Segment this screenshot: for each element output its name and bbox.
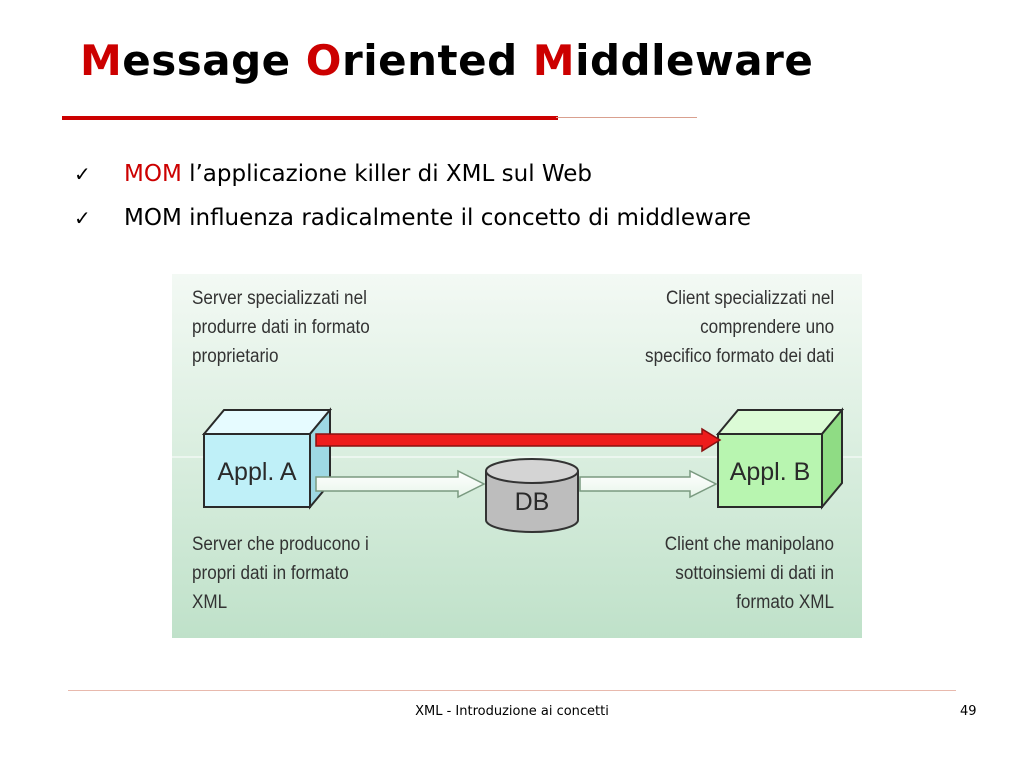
appl-b-front [717,433,823,508]
title-initial-o: O [305,36,343,85]
caption-line: produrre dati in formato [192,317,370,338]
caption-line: Server che producono i [192,534,369,555]
slide-title: Message Oriented Middleware [80,36,813,85]
caption-line: sottoinsiemi di dati in [675,563,834,584]
title-word-iddleware: iddleware [575,36,814,85]
diagram-bottom-right-caption: Client che manipolano sottoinsiemi di da… [665,530,834,617]
appl-b-box: Appl. B [715,407,845,510]
checkmark-icon: ✓ [74,162,91,186]
title-word-essage: essage [122,36,306,85]
direct-arrow [315,427,722,453]
diagram-graphics: Appl. A Appl. B DB [172,407,862,533]
caption-line: formato XML [736,592,834,613]
appl-a-label: Appl. A [217,458,297,486]
title-underline-red [62,116,558,120]
appl-a-box: Appl. A [201,407,333,510]
caption-line: Client che manipolano [664,534,834,555]
diagram-top-right-caption: Client specializzati nel comprendere uno… [645,284,834,371]
bullet-body: MOM influenza radicalmente il concetto d… [124,205,752,231]
arrow-a-to-db [315,469,486,499]
bullet-text: MOM l’applicazione killer di XML sul Web [124,156,592,192]
caption-line: specifico formato dei dati [644,346,834,367]
page-number: 49 [960,704,977,719]
caption-line: Client specializzati nel [665,288,834,309]
arrow-db-to-b [579,469,718,499]
diagram-bottom-left-caption: Server che producono i propri dati in fo… [192,530,369,617]
checkmark-icon: ✓ [74,206,91,230]
db-cylinder: DB [485,458,579,533]
footer-text: XML - Introduzione ai concetti [415,704,609,719]
title-word-riented: riented [342,36,533,85]
title-initial-m2: M [532,36,576,85]
caption-line: XML [192,592,228,613]
caption-line: proprietario [192,346,279,367]
db-label: DB [515,488,550,516]
bullet-highlight: MOM [124,161,182,187]
bullet-body: l’applicazione killer di XML sul Web [181,161,593,187]
mom-diagram: Server specializzati nel produrre dati i… [172,274,862,638]
title-initial-m: M [80,36,123,85]
title-underline-thin [556,117,697,118]
caption-line: comprendere uno [699,317,834,338]
appl-b-label: Appl. B [730,458,811,486]
appl-a-front [203,433,311,508]
footer-rule [68,690,956,691]
caption-line: propri dati in formato [192,563,349,584]
bullet-text: MOM influenza radicalmente il concetto d… [124,200,751,236]
caption-line: Server specializzati nel [192,288,367,309]
diagram-top-left-caption: Server specializzati nel produrre dati i… [192,284,370,371]
